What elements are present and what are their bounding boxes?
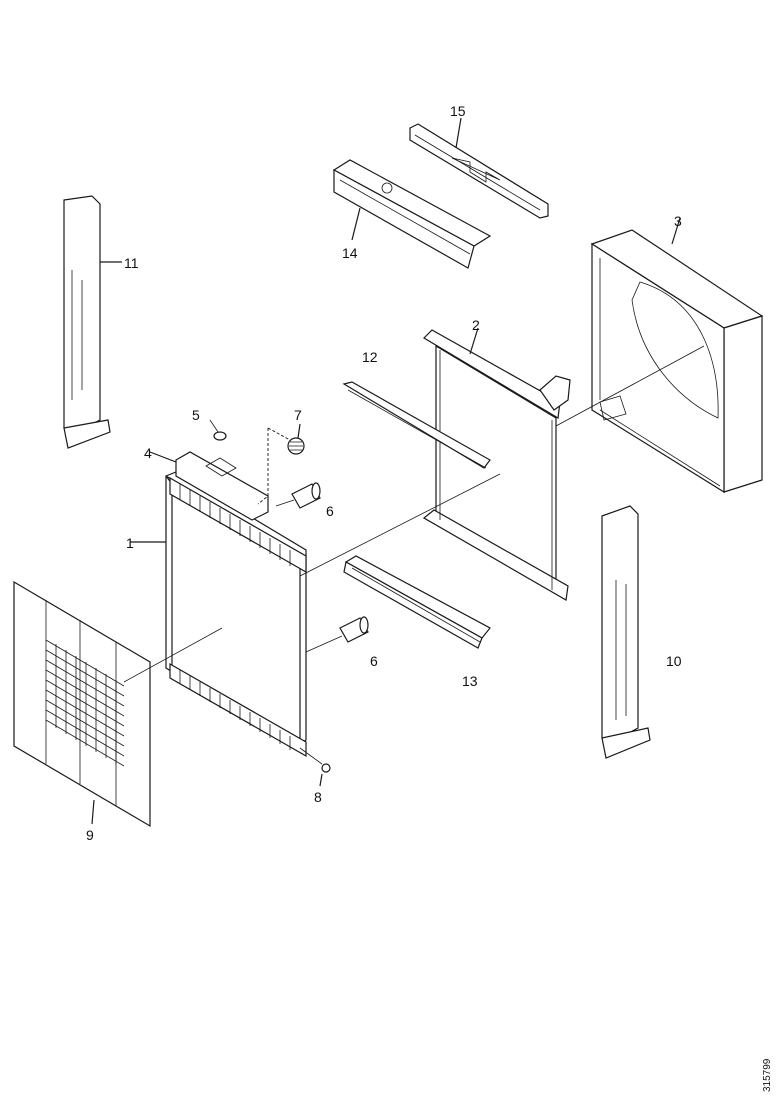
callout-1: 1	[126, 535, 134, 551]
callout-14: 14	[342, 245, 358, 261]
callout-4: 4	[144, 445, 152, 461]
part-13-bracket	[343, 555, 491, 649]
part-5-fitting	[209, 419, 227, 441]
callout-10: 10	[666, 653, 682, 669]
callout-12: 12	[362, 349, 378, 365]
part-11-side-rail	[63, 195, 122, 449]
part-7-cap	[257, 423, 305, 505]
callout-3: 3	[674, 213, 682, 229]
part-15-plate	[409, 117, 549, 219]
callout-2: 2	[472, 317, 480, 333]
assembly-lines	[123, 345, 705, 683]
callout-5: 5	[192, 407, 200, 423]
part-2-intercooler	[422, 327, 571, 601]
callout-8: 8	[314, 789, 322, 805]
radiator-top-fins	[179, 484, 291, 566]
callout-6-lower: 6	[370, 653, 378, 669]
callout-9: 9	[86, 827, 94, 843]
grille-mesh	[45, 639, 125, 767]
part-10-side-rail	[601, 505, 651, 759]
part-6-hose-upper	[275, 482, 321, 509]
callout-7: 7	[294, 407, 302, 423]
part-6-hose-lower	[305, 616, 369, 653]
part-1-radiator	[130, 471, 307, 758]
part-4-expansion-tank	[149, 451, 269, 521]
part-3-fan-shroud	[590, 217, 764, 494]
part-8-drain-plug	[299, 747, 331, 787]
document-id: 315799	[762, 1058, 773, 1092]
part-12-bracket	[342, 381, 491, 469]
radiator-bottom-fins	[179, 670, 291, 750]
part-9-grille	[13, 580, 151, 828]
callout-6-upper: 6	[326, 503, 334, 519]
callout-11: 11	[124, 255, 139, 271]
callout-13: 13	[462, 673, 478, 689]
callout-15: 15	[450, 103, 466, 119]
part-14-channel	[332, 159, 492, 269]
